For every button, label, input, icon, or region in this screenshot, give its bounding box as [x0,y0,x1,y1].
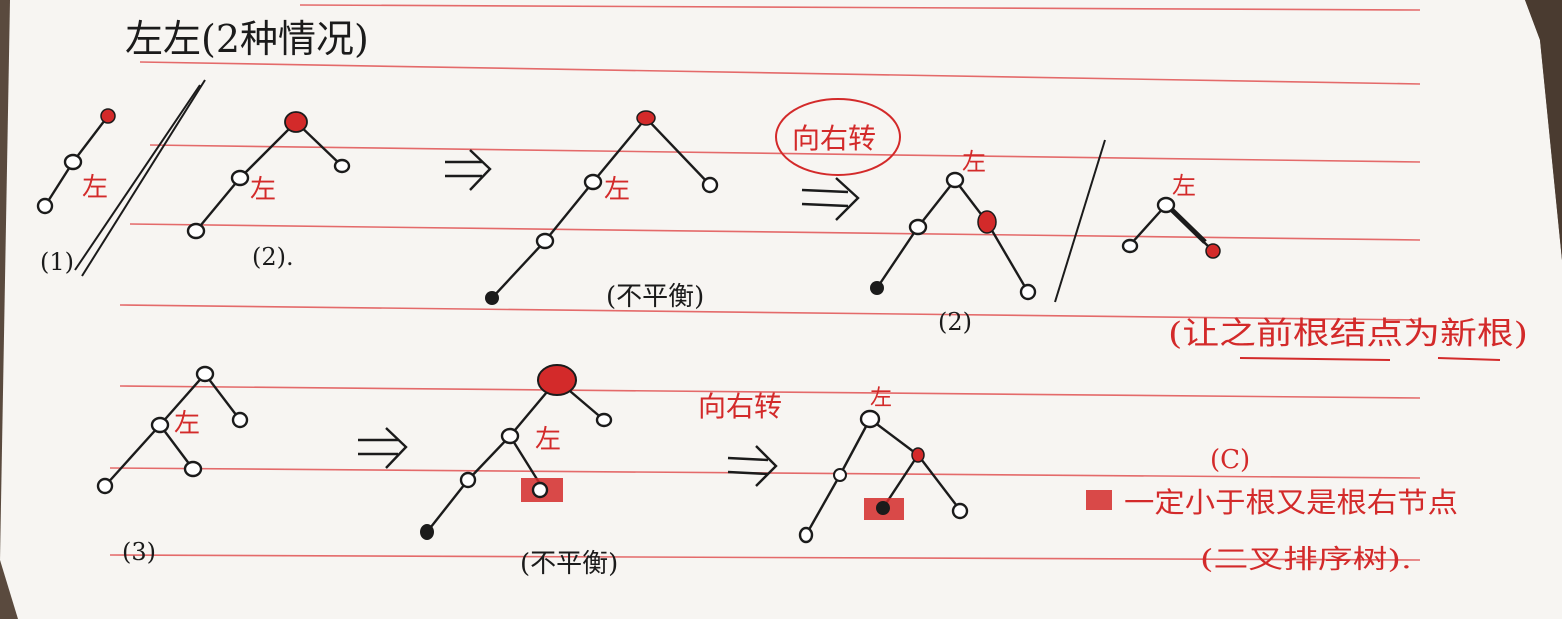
rotate-right-label-1: 向右转 [792,122,876,155]
unbalanced1-label: (不平衡) [606,282,704,312]
result2-node-leaf-right [951,502,969,520]
small-tree-bold-edge [1170,208,1207,244]
implies-arrow-4 [727,445,778,487]
small-node-right-red [1205,243,1221,259]
result2-node-boxed [876,501,890,515]
unbalanced2-node-low [459,471,477,489]
small-node-left [1121,238,1139,254]
implies-arrow-2 [801,177,860,221]
case3-node-mid [150,416,170,434]
case2-node-right [333,158,351,174]
note-bst: (二叉排序树). [1200,545,1412,575]
case1-tree [43,115,109,207]
case2-node-root [284,111,308,133]
ruled-lines [109,4,1421,561]
result2-left-marker: 左 [870,386,892,411]
unbalanced1-left-marker: 左 [604,175,630,205]
case1-left-marker: 左 [82,173,108,203]
note-new-root: (让之前根结点为新根) [1168,316,1528,352]
case3-node-root [195,365,215,383]
case3-tree [104,373,241,487]
unbalanced2-node-boxed [531,481,549,499]
result2-node-leaf-left [798,526,814,544]
rotate-right-circle [775,98,901,176]
note-c: (C) [1210,445,1250,475]
unbalanced2-node-right [595,412,613,428]
implies-arrow-1 [445,149,492,191]
result1-node-root [945,171,965,189]
case3-node-right [231,411,249,429]
case3-left-marker: 左 [174,409,200,439]
result-tree-2 [804,418,961,536]
note-legend: 一定小于根又是根右节点 [1124,486,1458,519]
rotate-right-label-2: 向右转 [698,390,782,423]
small-tree-left-marker: 左 [1172,172,1196,200]
case2-node-mid [230,169,250,187]
case3-node-leaf-left [96,477,114,495]
case1-node-leaf [36,197,54,215]
small-node-root [1156,196,1176,214]
case3-node-leaf-right [183,460,203,478]
page-title: 左左(2种情况) [125,17,369,61]
result1-node-leaf-right [1019,283,1037,301]
unbalanced-tree-1 [491,117,711,299]
case1-node-mid [63,153,83,171]
case2-node-leaf [186,222,206,240]
note-underlines [1239,357,1501,361]
result1-node-leaf-left [870,281,884,295]
unbalanced1-node-root [636,110,656,126]
result2-node-root [859,409,881,429]
separator-double-slash [74,79,206,277]
result2-node-right-red [911,447,925,463]
unbalanced2-node-root-red [537,364,577,396]
unbalanced2-left-marker: 左 [535,425,561,455]
unbalanced1-node-mid [583,173,603,191]
unbalanced2-label: (不平衡) [520,549,618,579]
unbalanced2-node-mid [500,427,520,445]
result1-node-right-red [977,210,997,234]
case2-left-marker: 左 [250,175,276,205]
paper-shadow-right [1525,0,1562,260]
unbalanced2-node-new [420,524,434,540]
result1-label: (2) [938,308,972,336]
unbalanced1-node-new [485,291,499,305]
case1-node-root [100,108,116,124]
legend-red-square-icon [1086,490,1112,510]
result1-left-marker: 左 [962,148,986,176]
result1-node-left [908,218,928,236]
implies-arrow-3 [358,427,408,469]
separator-slash [1054,139,1106,303]
unbalanced1-node-low [535,232,555,250]
case3-label: (3) [122,538,156,566]
unbalanced1-node-right [701,176,719,194]
case1-label: (1) [40,248,74,276]
result2-node-left [833,468,847,482]
case2-label: (2). [252,243,294,271]
